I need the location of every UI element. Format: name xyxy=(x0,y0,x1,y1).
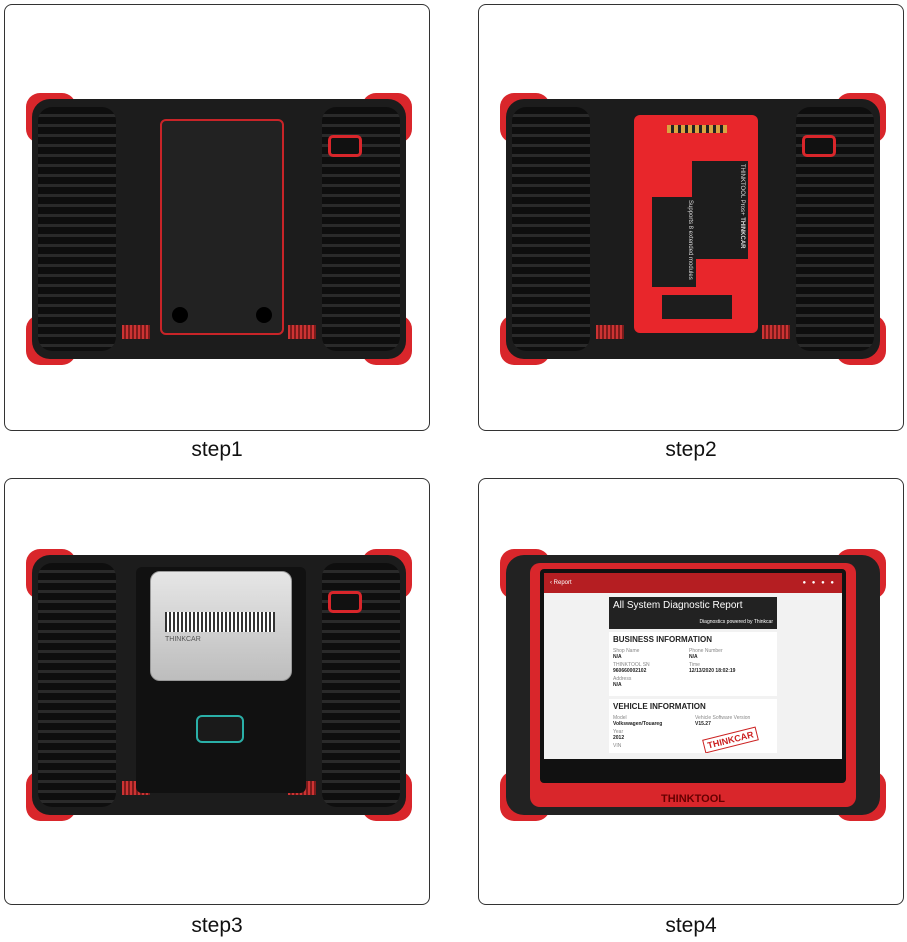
field-value: V15.27 xyxy=(695,721,711,727)
report-title: All System Diagnostic Report xyxy=(613,600,743,611)
back-label[interactable]: Report xyxy=(553,580,572,586)
thinkcar-stamp: THINKCAR xyxy=(702,726,759,753)
device-back-module-bay: THINKTOOL Pros+ THINKCAR Supports 8 exte… xyxy=(500,93,886,365)
field-value: 960660002102 xyxy=(613,668,647,674)
field-label: Phone Number xyxy=(689,648,723,654)
field-label: Time xyxy=(689,662,700,668)
brand-label: THINKCAR xyxy=(739,217,745,249)
vehicle-heading: VEHICLE INFORMATION xyxy=(613,702,706,711)
bezel-brand: THINKTOOL xyxy=(661,793,725,805)
field-label: Year xyxy=(613,729,624,735)
business-heading: BUSINESS INFORMATION xyxy=(613,635,712,644)
field-label: THINKTOOL SN xyxy=(613,662,650,668)
step4-label: step4 xyxy=(665,914,717,937)
powered-by: Diagnostics powered by Thinkcar xyxy=(699,619,773,625)
step3-label: step3 xyxy=(191,914,243,937)
field-value: N/A xyxy=(689,654,698,660)
step2-label: step2 xyxy=(665,438,717,461)
field-value: N/A xyxy=(613,682,622,688)
printer-button[interactable] xyxy=(196,715,244,743)
field-value: Volkswagen/Touareg xyxy=(613,721,663,727)
field-label: VIN xyxy=(613,743,622,749)
toolbar-icons[interactable]: ● ● ● ● xyxy=(802,580,836,586)
step1-panel xyxy=(4,4,430,431)
device-back-printer: THINKCAR xyxy=(26,549,412,821)
camera-icon xyxy=(328,135,362,157)
field-label: Shop Name xyxy=(613,648,640,654)
field-value: 12/13/2020 18:02:19 xyxy=(689,668,736,674)
step4-panel: THINKTOOL ‹ Report ● ● ● ● All System Di… xyxy=(478,478,904,905)
device-back xyxy=(26,93,412,365)
step1-label: step1 xyxy=(191,438,243,461)
field-value: N/A xyxy=(613,654,622,660)
back-icon[interactable]: ‹ xyxy=(550,580,554,586)
field-label: Vehicle Software Version xyxy=(695,715,751,721)
step3-panel: THINKCAR xyxy=(4,478,430,905)
field-label: Model xyxy=(613,715,627,721)
empty-module-bay xyxy=(160,119,284,335)
model-label: THINKTOOL Pros+ xyxy=(739,164,745,216)
paper-text: THINKCAR xyxy=(165,636,201,643)
device-front: THINKTOOL ‹ Report ● ● ● ● All System Di… xyxy=(500,549,886,821)
step2-panel: THINKTOOL Pros+ THINKCAR Supports 8 exte… xyxy=(478,4,904,431)
camera-icon xyxy=(802,135,836,157)
device-screen: ‹ Report ● ● ● ● All System Diagnostic R… xyxy=(544,573,842,759)
field-value: 2012 xyxy=(613,735,625,741)
printer-module: THINKCAR xyxy=(136,567,306,793)
field-label: Address xyxy=(613,676,632,682)
camera-icon xyxy=(328,591,362,613)
modules-label: Supports 8 extended modules xyxy=(652,197,696,287)
module-bay: THINKTOOL Pros+ THINKCAR Supports 8 exte… xyxy=(634,115,758,333)
